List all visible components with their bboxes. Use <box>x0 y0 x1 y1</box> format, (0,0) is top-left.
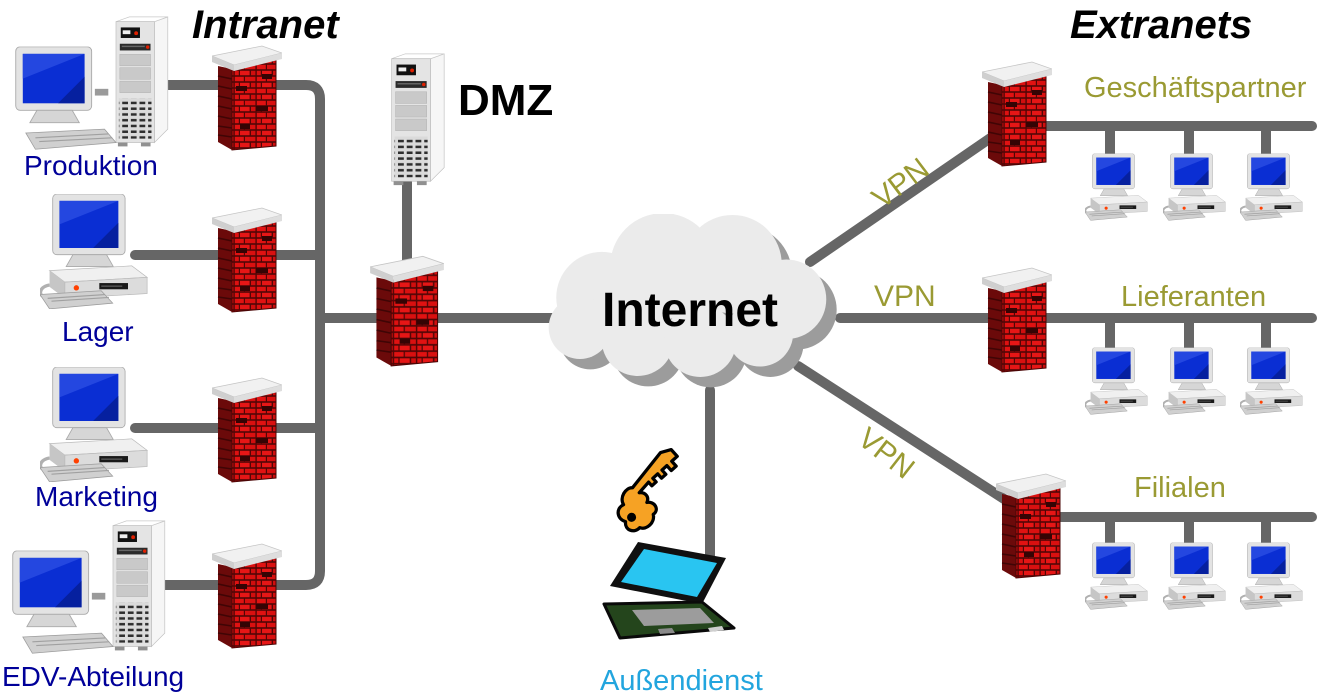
extranets-title: Extranets <box>1070 3 1253 47</box>
label-lieferanten: Lieferanten <box>1121 281 1267 313</box>
label-filialen: Filialen <box>1134 472 1226 504</box>
client-computer-icon <box>1085 346 1149 416</box>
intranet-title: Intranet <box>192 3 339 47</box>
client-computer-icon <box>1163 152 1227 222</box>
firewall-icon-geschaeftspartner <box>982 56 1052 168</box>
firewall-icon-lager <box>212 202 282 314</box>
label-geschaeftspartner: Geschäftspartner <box>1084 72 1307 104</box>
tower-server-icon-dmz <box>380 50 450 188</box>
client-computer-icon <box>1085 152 1149 222</box>
workstation-icon-produktion <box>8 14 176 156</box>
label-aussendienst: Außendienst <box>600 665 763 697</box>
workstation-icon-edv <box>5 518 173 660</box>
client-computer-icon <box>1240 346 1304 416</box>
vpn-label-lieferanten: VPN <box>874 280 936 313</box>
desktop-computer-icon-marketing <box>40 367 150 482</box>
intranet-bus-line <box>143 80 325 590</box>
client-computer-icon <box>1163 346 1227 416</box>
label-marketing: Marketing <box>35 481 158 512</box>
dmz-label: DMZ <box>458 76 554 125</box>
desktop-computer-icon-lager <box>40 194 150 309</box>
firewall-icon-central <box>370 250 444 368</box>
client-computer-icon <box>1240 541 1304 611</box>
laptop-icon <box>602 540 742 658</box>
client-computer-icon <box>1240 152 1304 222</box>
client-computer-icon <box>1085 541 1149 611</box>
firewall-icon-marketing <box>212 372 282 484</box>
client-computer-icon <box>1163 541 1227 611</box>
label-produktion: Produktion <box>24 150 158 181</box>
label-lager: Lager <box>62 316 134 347</box>
label-edv-abteilung: EDV-Abteilung <box>2 661 185 692</box>
firewall-icon-filialen <box>996 468 1066 580</box>
vpn-line-geschaeftspartner <box>805 123 1010 267</box>
vpn-line-filialen <box>793 361 1023 513</box>
firewall-icon-lieferanten <box>982 262 1052 374</box>
internet-label: Internet <box>601 284 778 337</box>
extranet-bus-1 <box>1035 121 1317 167</box>
firewall-icon-edv <box>212 538 282 650</box>
firewall-icon-produktion <box>212 40 282 152</box>
extranet-bus-3 <box>1047 512 1317 557</box>
